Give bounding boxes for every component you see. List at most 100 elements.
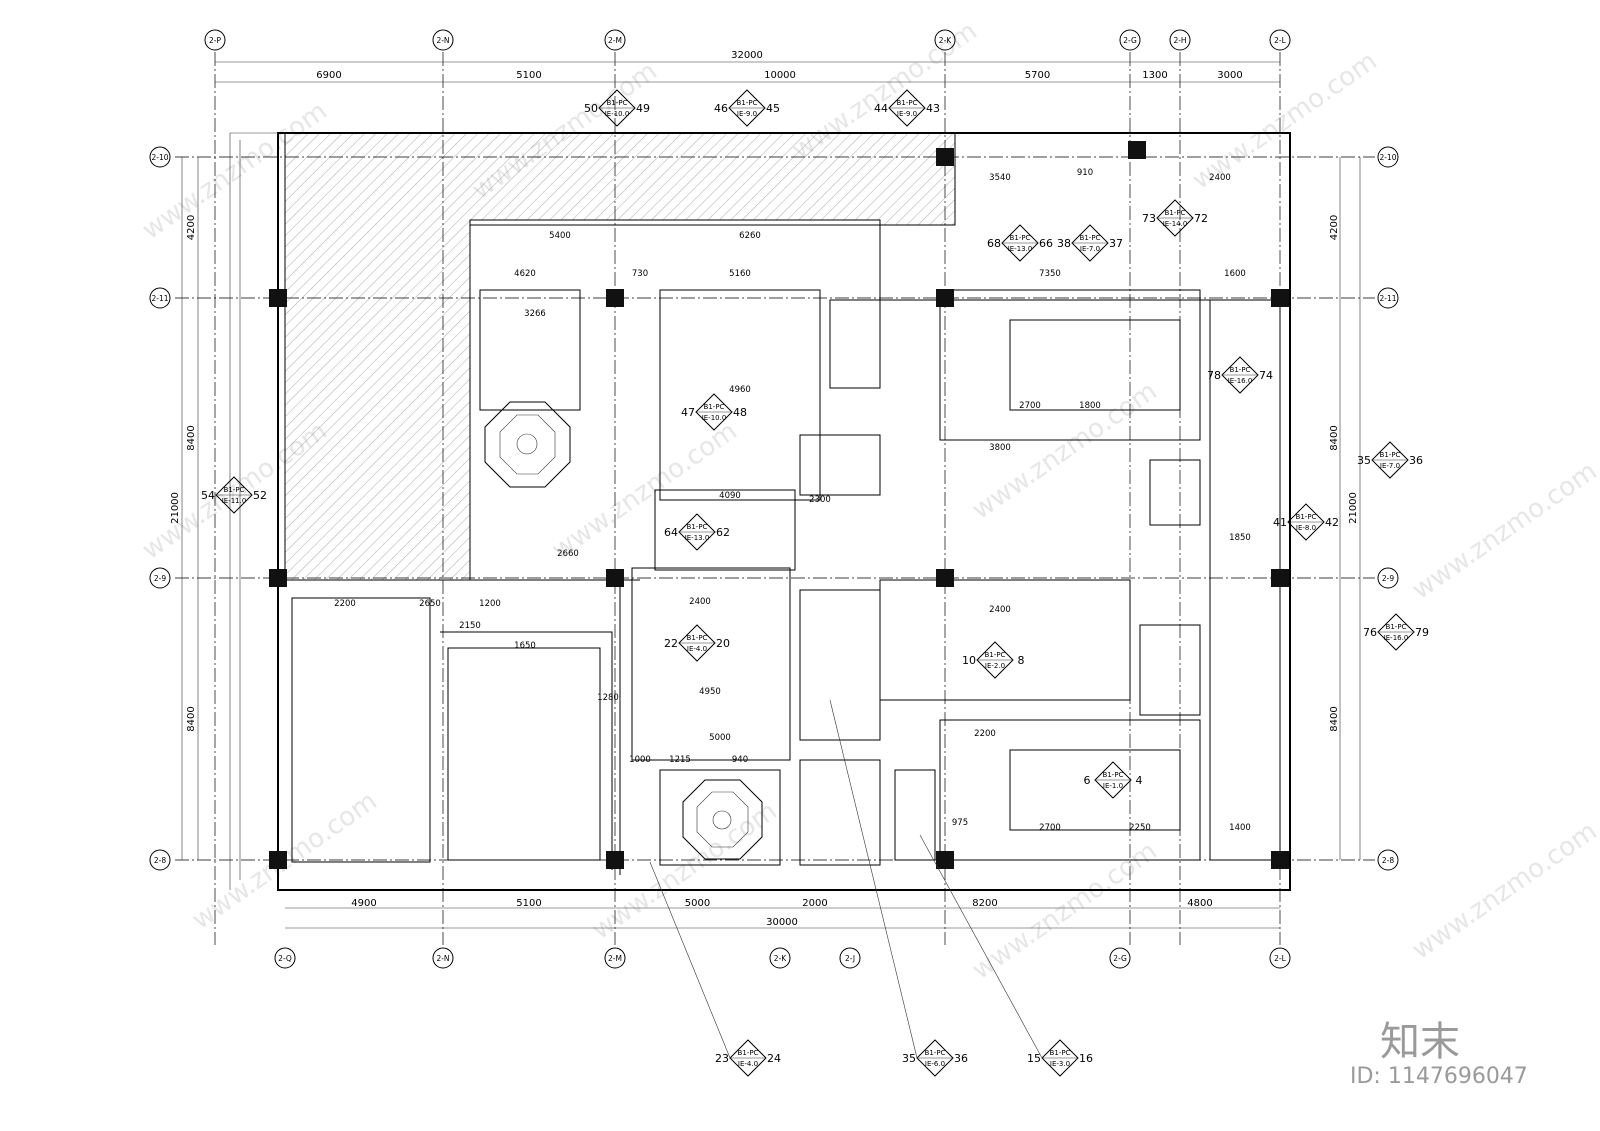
dimension-interior: 2660 (557, 549, 579, 559)
reference-tag-sheet: B1-PC (1230, 366, 1251, 374)
grid-label-left: 2-8 (154, 856, 166, 865)
grid-label-bottom: 2-G (1113, 954, 1127, 963)
dimension-interior: 2400 (1209, 173, 1231, 183)
reference-tag-elevation: IE-3.0 (1050, 1060, 1070, 1068)
dimension-interior: 5000 (709, 733, 731, 743)
leader-line (829, 699, 918, 1059)
reference-tag-diamond (1041, 1039, 1079, 1077)
grid-label-bottom: 2-J (845, 954, 855, 963)
structural-column (1271, 569, 1289, 587)
grid-bubble-bottom (604, 947, 626, 969)
reference-tag-sheet: B1-PC (737, 99, 758, 107)
reference-tag-elevation: IE-1.0 (1103, 782, 1123, 790)
grid-bubble-bottom (1269, 947, 1291, 969)
grid-bubble-right (1377, 849, 1399, 871)
grid-bubble-bottom (274, 947, 296, 969)
dimension-interior: 4960 (729, 385, 751, 395)
dimension-top: 3000 (1217, 70, 1242, 81)
reference-tag-sheet: B1-PC (607, 99, 628, 107)
dimension-bottom: 8200 (972, 898, 997, 909)
dimension-left: 8400 (186, 425, 197, 450)
reference-tag-diamond (1371, 441, 1409, 479)
grid-bubble-top (934, 29, 956, 51)
grid-bubble-bottom (839, 947, 861, 969)
reference-tag-diamond (728, 89, 766, 127)
reference-tag-elevation: IE-2.0 (985, 662, 1005, 670)
dimension-interior: 2650 (419, 599, 441, 609)
dimension-right: 8400 (1329, 425, 1340, 450)
reference-tag-sheet: B1-PC (897, 99, 918, 107)
reference-tag-sheet: B1-PC (1080, 234, 1101, 242)
reference-tag-elevation: IE-8.0 (1296, 524, 1316, 532)
reference-tag-number-left: 44 (874, 102, 888, 115)
dimension-interior: 730 (632, 269, 648, 279)
reference-tag-diamond (976, 641, 1014, 679)
reference-tag-elevation: IE-11.0 (222, 497, 247, 505)
reference-tag-sheet: B1-PC (1103, 771, 1124, 779)
structural-column (269, 851, 287, 869)
grid-bubble-left (149, 287, 171, 309)
reference-tag-sheet: B1-PC (224, 486, 245, 494)
reference-tag-diamond (1094, 761, 1132, 799)
dimension-interior: 5160 (729, 269, 751, 279)
grid-label-bottom: 2-N (436, 954, 449, 963)
structural-column (1271, 851, 1289, 869)
dimension-interior: 2700 (1019, 401, 1041, 411)
dimension-interior: 975 (952, 818, 968, 828)
dimension-interior: 2400 (689, 597, 711, 607)
reference-tag-sheet: B1-PC (687, 634, 708, 642)
brand-logo: 知末 (1380, 1019, 1460, 1065)
reference-tag-elevation: IE-10.0 (605, 110, 630, 118)
reference-tag-number-right: 36 (1409, 454, 1423, 467)
reference-tag-number-right: 45 (766, 102, 780, 115)
grid-label-top: 2-K (939, 36, 952, 45)
reference-tag-diamond (888, 89, 926, 127)
reference-tag-number-right: 43 (926, 102, 940, 115)
grid-label-left: 2-11 (151, 294, 168, 303)
grid-bubble-left (149, 146, 171, 168)
octagon-feature-upper (484, 401, 571, 488)
grid-bubble-top (1169, 29, 1191, 51)
watermark-text: www.znzmo.com (587, 796, 783, 946)
structural-column (606, 289, 624, 307)
octagon-feature-lower (682, 779, 763, 860)
reference-tag-diamond (598, 89, 636, 127)
grid-label-top: 2-N (436, 36, 449, 45)
reference-tag-diamond (695, 393, 733, 431)
reference-tag-number-left: 47 (681, 406, 695, 419)
dimension-interior: 1280 (597, 693, 619, 703)
dimension-interior: 4090 (719, 491, 741, 501)
dimension-interior: 4620 (514, 269, 536, 279)
dimension-interior: 2150 (459, 621, 481, 631)
grid-label-bottom: 2-Q (278, 954, 292, 963)
watermark-text: www.znzmo.com (967, 836, 1163, 986)
dimension-top: 10000 (764, 70, 796, 81)
reference-tag-diamond (1377, 613, 1415, 651)
reference-tag-elevation: IE-13.0 (1008, 245, 1033, 253)
reference-tag-elevation: IE-7.0 (1380, 462, 1400, 470)
dimension-interior: 1400 (1229, 823, 1251, 833)
dimension-interior: 1215 (669, 755, 691, 765)
grid-label-bottom: 2-K (774, 954, 787, 963)
reference-tag-sheet: B1-PC (1050, 1049, 1071, 1057)
dimension-bottom: 5100 (516, 898, 541, 909)
leader-line (919, 834, 1043, 1059)
reference-tag-diamond (1287, 503, 1325, 541)
dimension-interior: 6260 (739, 231, 761, 241)
reference-tag-sheet: B1-PC (738, 1049, 759, 1057)
watermark-text: www.znzmo.com (1407, 456, 1600, 606)
grid-bubble-bottom (432, 947, 454, 969)
reference-tag-sheet: B1-PC (1386, 623, 1407, 631)
dimension-interior: 2200 (334, 599, 356, 609)
dimension-interior: 2400 (989, 605, 1011, 615)
dimension-bottom: 4900 (351, 898, 376, 909)
dimension-interior: 2700 (1039, 823, 1061, 833)
grid-label-top: 2-H (1173, 36, 1186, 45)
